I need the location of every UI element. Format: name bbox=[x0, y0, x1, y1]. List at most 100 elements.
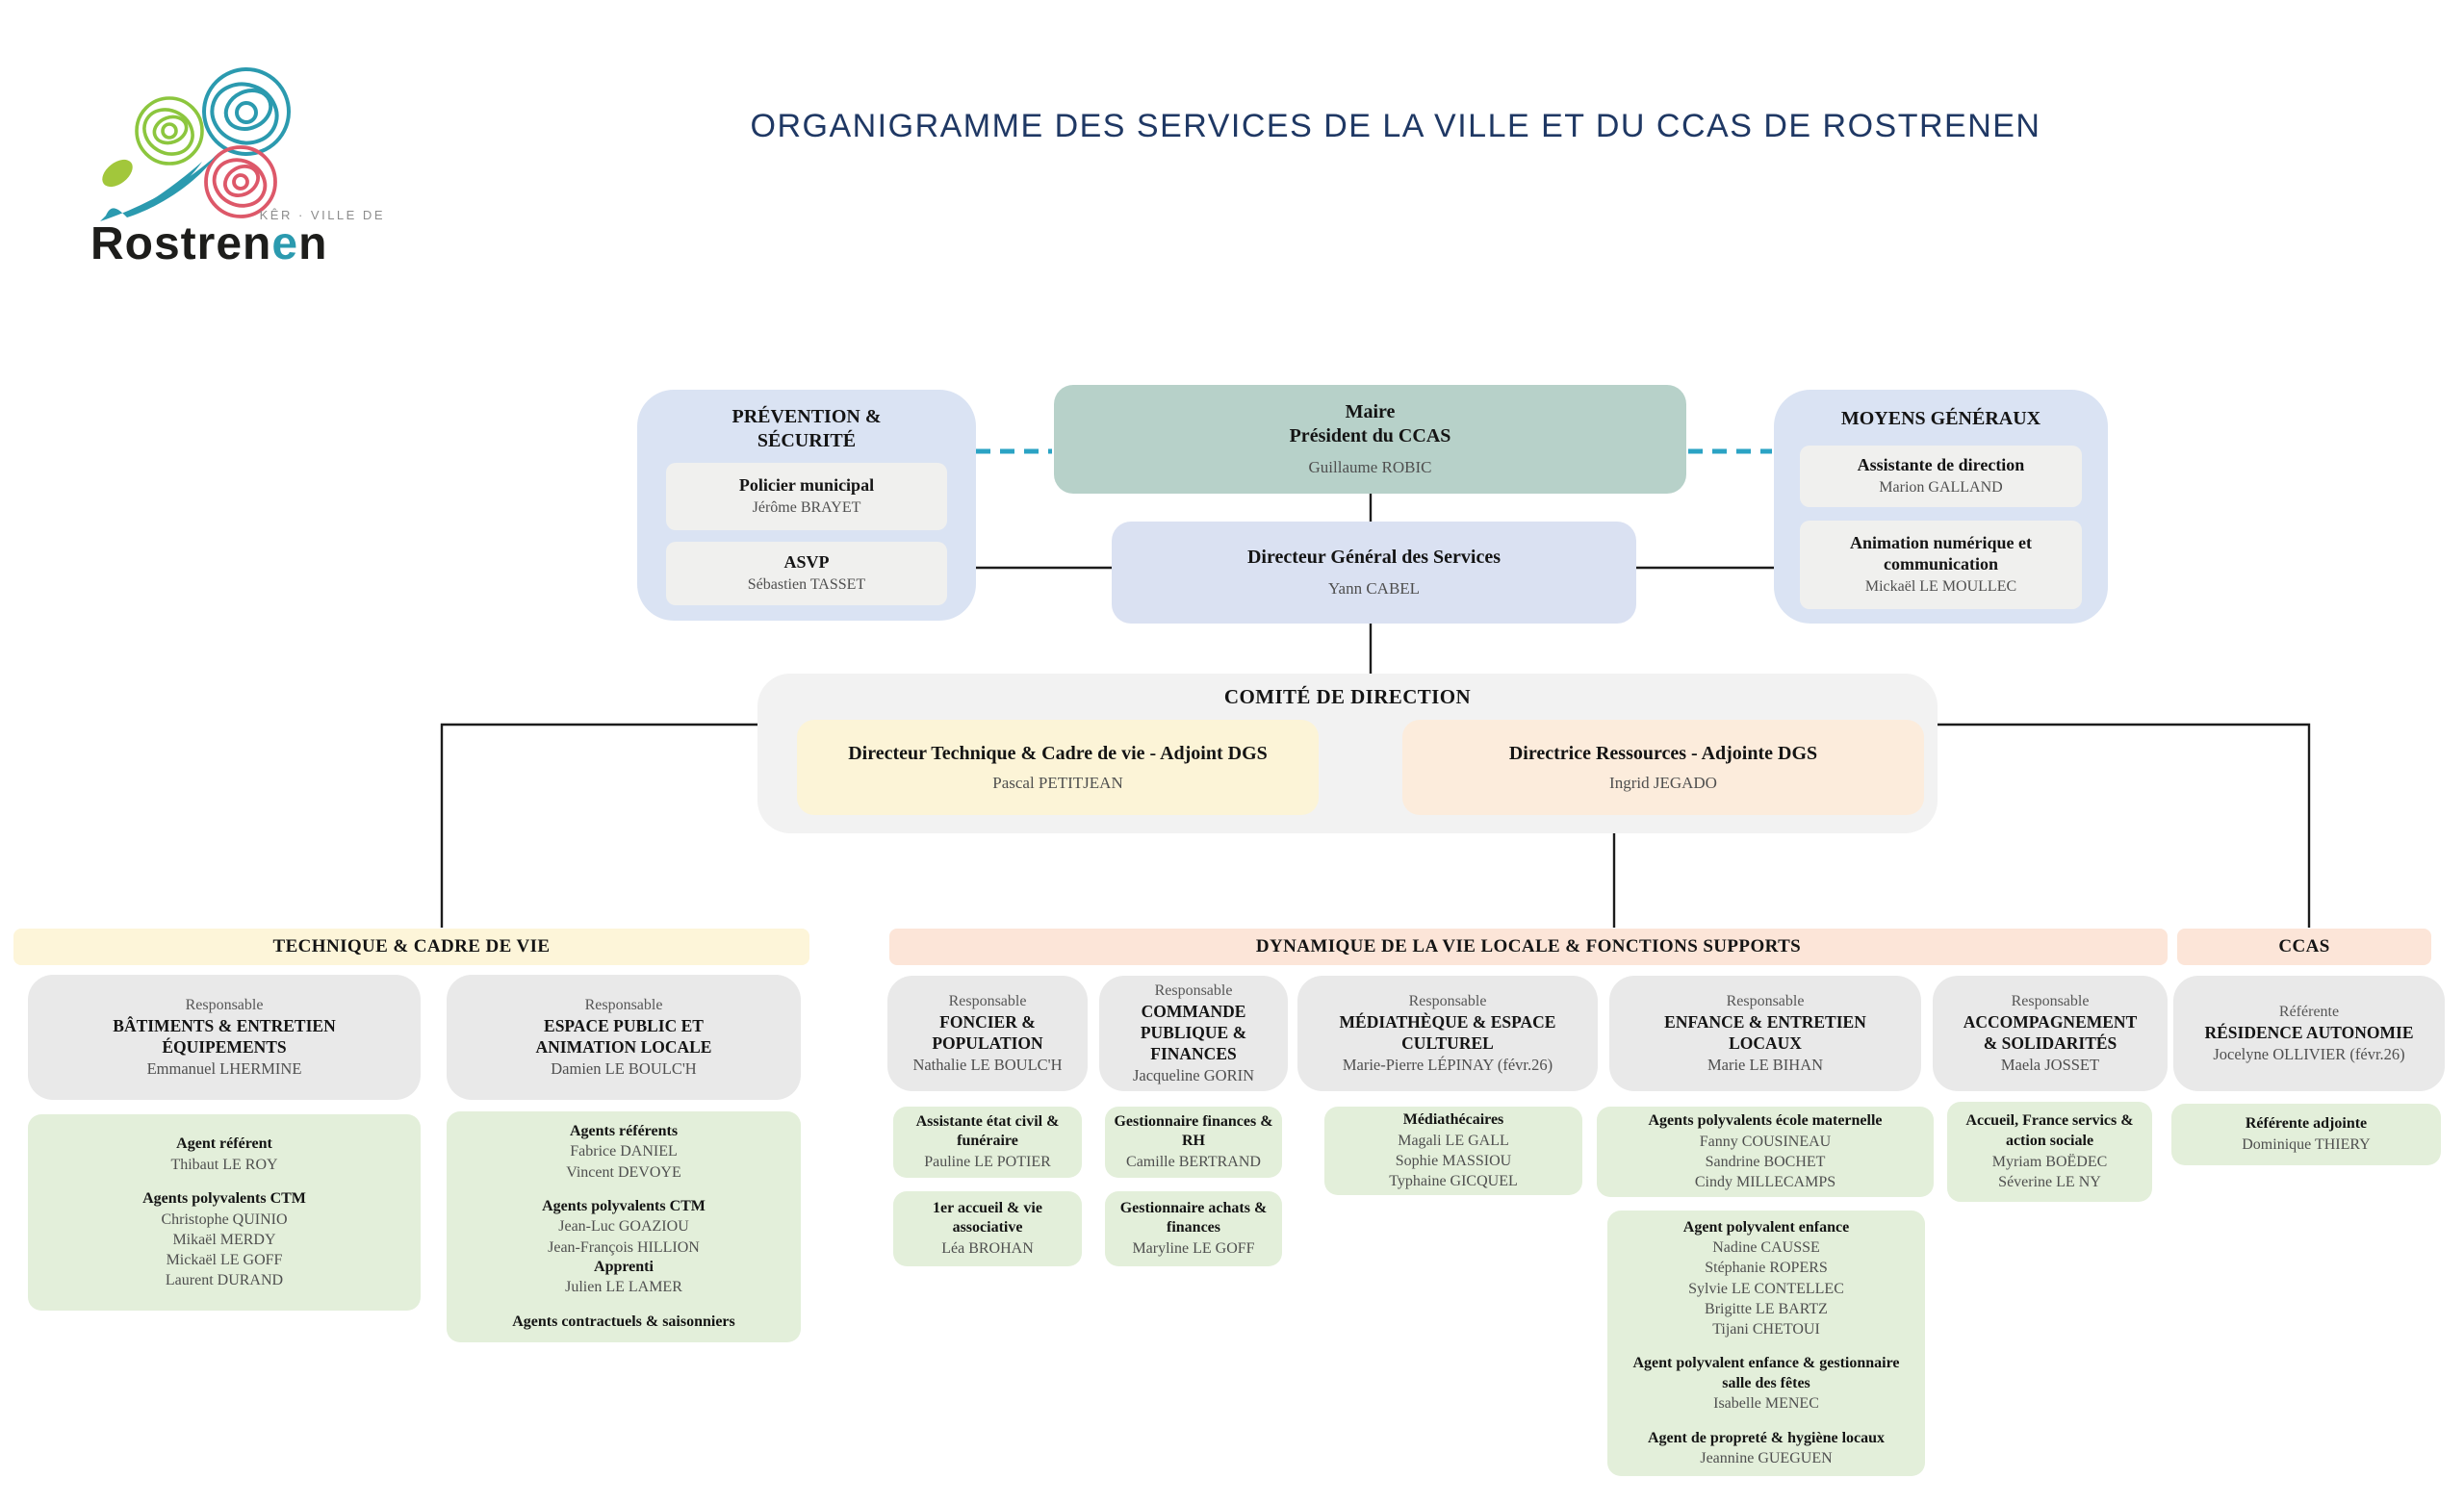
team-ecole-maternelle: Agents polyvalents école maternelle Fann… bbox=[1597, 1107, 1934, 1197]
head-name: Jacqueline GORIN bbox=[1132, 1065, 1254, 1084]
group-names: Thibaut LE ROY bbox=[170, 1156, 278, 1173]
group-names: Nadine CAUSSE Stéphanie ROPERS Sylvie LE… bbox=[1688, 1239, 1844, 1338]
band-dynamique: DYNAMIQUE DE LA VIE LOCALE & FONCTIONS S… bbox=[889, 929, 2168, 965]
role-assistante-direction: Assistante de direction Marion GALLAND bbox=[1800, 446, 2082, 507]
group-label: Agents polyvalents CTM bbox=[542, 1197, 706, 1214]
group-names: Pauline LE POTIER bbox=[924, 1154, 1051, 1171]
role-name: Sébastien TASSET bbox=[747, 575, 866, 593]
head-pre: Responsable bbox=[948, 992, 1027, 1009]
team-finances-rh: Gestionnaire finances & RH Camille BERTR… bbox=[1105, 1107, 1282, 1178]
adjoint-dgs-technique-box: Directeur Technique & Cadre de vie - Adj… bbox=[797, 720, 1319, 815]
team-accueil-france-services: Accueil, France servics & action sociale… bbox=[1947, 1102, 2152, 1202]
staff-group: Apprenti Julien LE LAMER bbox=[565, 1258, 682, 1298]
comite-title: COMITÉ DE DIRECTION bbox=[1223, 685, 1472, 708]
head-title: RÉSIDENCE AUTONOMIE bbox=[2204, 1022, 2414, 1042]
head-name: Maela JOSSET bbox=[2000, 1055, 2100, 1074]
dgs-box: Directeur Général des Services Yann CABE… bbox=[1112, 522, 1636, 624]
group-names: Fanny COUSINEAU Sandrine BOCHET Cindy MI… bbox=[1694, 1133, 1836, 1190]
head-accompagnement: Responsable ACCOMPAGNEMENT & SOLIDARITÉS… bbox=[1933, 976, 2168, 1091]
group-label: Agents polyvalents école maternelle bbox=[1648, 1111, 1883, 1129]
head-pre: Responsable bbox=[584, 996, 663, 1013]
head-title: MÉDIATHÈQUE & ESPACE CULTUREL bbox=[1339, 1011, 1556, 1053]
head-name: Marie LE BIHAN bbox=[1707, 1055, 1824, 1074]
staff-group: Agents référents Fabrice DANIEL Vincent … bbox=[566, 1122, 680, 1183]
head-pre: Responsable bbox=[1408, 992, 1487, 1009]
role-label: Animation numérique et communication bbox=[1850, 533, 2032, 574]
maire-box: Maire Président du CCAS Guillaume ROBIC bbox=[1054, 385, 1686, 494]
team-enfance-entretien: Agent polyvalent enfance Nadine CAUSSE S… bbox=[1607, 1211, 1925, 1476]
team-mediathecaires: Médiathécaires Magali LE GALL Sophie MAS… bbox=[1324, 1107, 1582, 1195]
staff-group: Agents polyvalents CTM Christophe QUINIO… bbox=[142, 1189, 306, 1290]
moyens-generaux-box: MOYENS GÉNÉRAUX Assistante de direction … bbox=[1774, 390, 2108, 624]
role-name: Jérôme BRAYET bbox=[752, 498, 861, 516]
role-label: Assistante de direction bbox=[1857, 455, 2025, 475]
group-label: Agents polyvalents CTM bbox=[142, 1189, 306, 1207]
head-name: Marie-Pierre LÉPINAY (févr.26) bbox=[1342, 1055, 1553, 1074]
moyens-title: MOYENS GÉNÉRAUX bbox=[1840, 408, 2041, 429]
logo-flowers-graphic bbox=[100, 67, 291, 221]
head-name: Jocelyne OLLIVIER (févr.26) bbox=[2213, 1044, 2405, 1063]
head-residence-autonomie: Référente RÉSIDENCE AUTONOMIE Jocelyne O… bbox=[2173, 976, 2445, 1091]
head-commande: Responsable COMMANDE PUBLIQUE & FINANCES… bbox=[1099, 976, 1288, 1091]
group-label: Référente adjointe bbox=[2245, 1115, 2368, 1133]
prevention-title: PRÉVENTION & SÉCURITÉ bbox=[732, 406, 882, 451]
group-label: Agents contractuels & saisonniers bbox=[512, 1313, 735, 1330]
staff-group: Agent polyvalent enfance Nadine CAUSSE S… bbox=[1683, 1218, 1849, 1339]
logo-accent-letter: e bbox=[271, 218, 299, 269]
group-label: Gestionnaire finances & RH bbox=[1114, 1112, 1273, 1150]
group-label: Accueil, France servics & action sociale bbox=[1965, 1112, 2134, 1149]
maire-name: Guillaume ROBIC bbox=[1308, 458, 1432, 477]
head-pre: Responsable bbox=[2011, 992, 2090, 1009]
member-label: Directeur Technique & Cadre de vie - Adj… bbox=[848, 742, 1268, 764]
team-referente-adjointe: Référente adjointe Dominique THIERY bbox=[2171, 1104, 2441, 1165]
group-names: Fabrice DANIEL Vincent DEVOYE bbox=[566, 1143, 681, 1181]
group-names: Maryline LE GOFF bbox=[1132, 1240, 1255, 1258]
team-ctm-2: Agents référents Fabrice DANIEL Vincent … bbox=[447, 1111, 801, 1342]
group-names: Dominique THIERY bbox=[2242, 1135, 2371, 1153]
group-label: Agent de propreté & hygiène locaux bbox=[1647, 1429, 1886, 1446]
group-names: Jean-Luc GOAZIOU Jean-François HILLION bbox=[548, 1218, 700, 1256]
group-names: Jeannine GUEGUEN bbox=[1700, 1450, 1833, 1467]
adjointe-dgs-ressources-box: Directrice Ressources - Adjointe DGS Ing… bbox=[1402, 720, 1924, 815]
head-name: Nathalie LE BOULC'H bbox=[912, 1055, 1063, 1074]
staff-group: Agent de propreté & hygiène locaux Jeann… bbox=[1648, 1429, 1885, 1469]
role-name: Marion GALLAND bbox=[1879, 478, 2003, 496]
logo-wordmark: Rostrenen bbox=[90, 218, 328, 269]
role-policier-municipal: Policier municipal Jérôme BRAYET bbox=[666, 463, 947, 530]
head-pre: Responsable bbox=[185, 996, 264, 1013]
group-label: Médiathécaires bbox=[1402, 1110, 1504, 1128]
group-names: Magali LE GALL Sophie MASSIOU Typhaine G… bbox=[1389, 1132, 1518, 1189]
rostrenen-logo: KÊR · VILLE DE Rostrenen bbox=[85, 62, 412, 283]
role-label: ASVP bbox=[783, 552, 830, 573]
group-names: Camille BERTRAND bbox=[1126, 1154, 1261, 1171]
band-technique: TECHNIQUE & CADRE DE VIE bbox=[13, 929, 809, 965]
role-asvp: ASVP Sébastien TASSET bbox=[666, 542, 947, 605]
group-label: Agent polyvalent enfance & gestionnaire … bbox=[1632, 1354, 1900, 1391]
prevention-securite-box: PRÉVENTION & SÉCURITÉ Policier municipal… bbox=[637, 390, 976, 621]
head-title: ESPACE PUBLIC ET ANIMATION LOCALE bbox=[535, 1015, 712, 1057]
team-accueil-vie-associative: 1er accueil & vie associative Léa BROHAN bbox=[893, 1191, 1082, 1266]
staff-group: Agent polyvalent enfance & gestionnaire … bbox=[1627, 1354, 1906, 1415]
role-label: Policier municipal bbox=[738, 475, 875, 496]
comite-direction-box: COMITÉ DE DIRECTION Directeur Technique … bbox=[757, 674, 1938, 833]
team-ctm-1: Agent référent Thibaut LE ROY Agents pol… bbox=[28, 1114, 421, 1311]
group-label: 1er accueil & vie associative bbox=[933, 1199, 1042, 1236]
dgs-label: Directeur Général des Services bbox=[1246, 547, 1502, 569]
group-names: Christophe QUINIO Mikaël MERDY Mickaël L… bbox=[161, 1211, 288, 1288]
head-title: FONCIER & POPULATION bbox=[932, 1011, 1043, 1053]
maire-line1: Maire bbox=[1345, 401, 1396, 423]
head-pre: Responsable bbox=[1726, 992, 1805, 1009]
head-pre: Responsable bbox=[1154, 981, 1233, 999]
maire-line2: Président du CCAS bbox=[1289, 425, 1451, 447]
head-title: ACCOMPAGNEMENT & SOLIDARITÉS bbox=[1963, 1011, 2138, 1053]
member-name: Pascal PETITJEAN bbox=[992, 773, 1123, 792]
head-name: Emmanuel LHERMINE bbox=[146, 1058, 302, 1078]
group-label: Assistante état civil & funéraire bbox=[915, 1112, 1060, 1150]
group-names: Julien LE LAMER bbox=[565, 1279, 682, 1296]
role-name: Mickaël LE MOULLEC bbox=[1864, 577, 2017, 595]
band-ccas: CCAS bbox=[2177, 929, 2431, 965]
staff-group: Agent référent Thibaut LE ROY bbox=[170, 1134, 277, 1175]
head-pre: Référente bbox=[2278, 1003, 2340, 1020]
member-name: Ingrid JEGADO bbox=[1609, 773, 1717, 792]
